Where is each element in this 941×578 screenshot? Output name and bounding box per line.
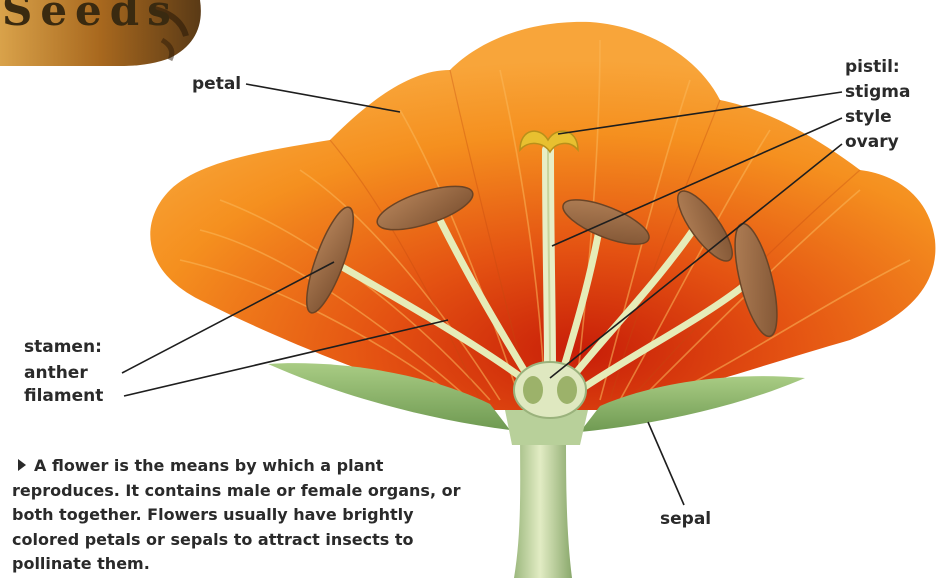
label-stamen: stamen: (24, 336, 102, 358)
label-filament: filament (24, 385, 103, 407)
label-stigma: stigma (845, 81, 910, 103)
caption-text: A flower is the means by which a plant r… (12, 456, 460, 573)
label-petal: petal (192, 73, 241, 95)
bullet-triangle-icon (18, 459, 26, 471)
label-ovary: ovary (845, 131, 899, 153)
label-anther: anther (24, 362, 88, 384)
caption: A flower is the means by which a plant r… (12, 454, 482, 577)
stem (514, 430, 572, 578)
label-sepal: sepal (660, 508, 711, 530)
label-style: style (845, 106, 892, 128)
label-pistil: pistil: (845, 56, 900, 78)
title-badge-text: Seeds (2, 0, 179, 35)
